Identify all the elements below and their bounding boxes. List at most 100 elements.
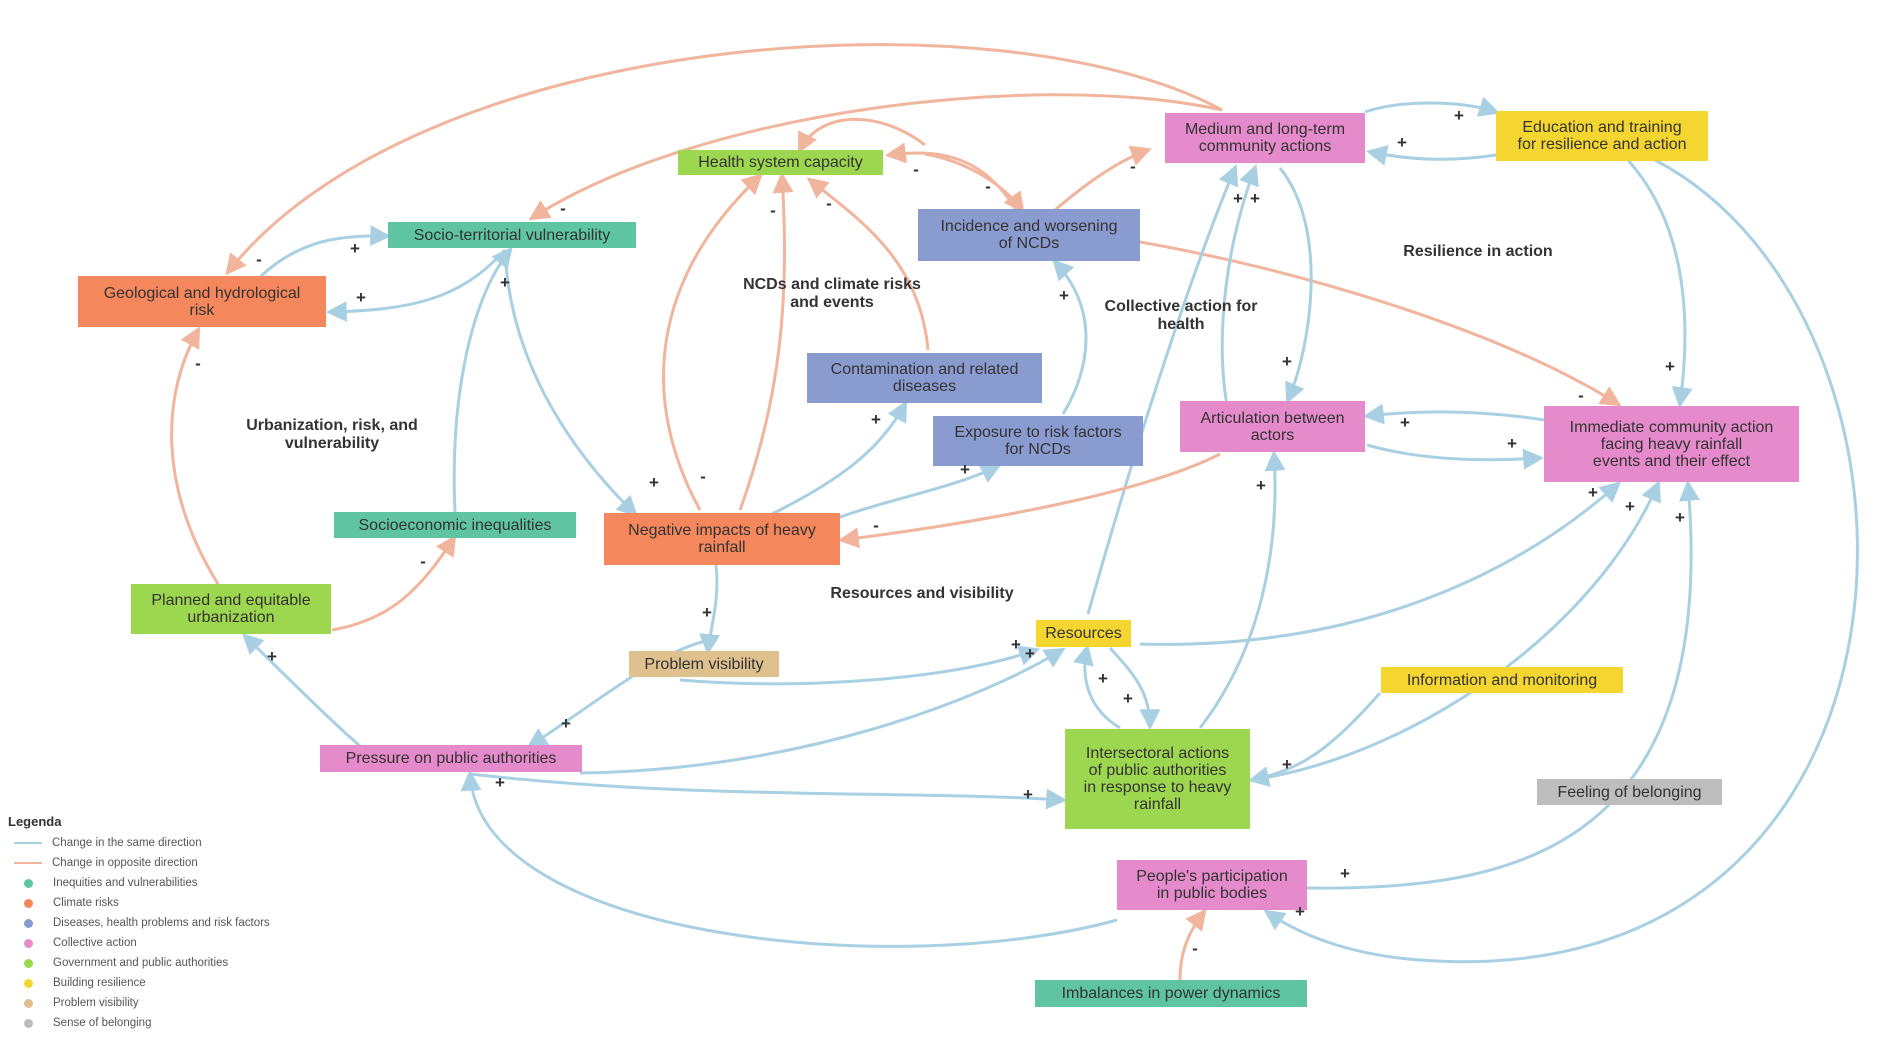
sign-plus: + [500,273,510,292]
sign-minus: - [195,354,201,373]
sign-plus: + [1507,434,1517,453]
node-immediate-community-action: Immediate community action facing heavy … [1544,406,1799,482]
sign-plus: + [561,714,571,733]
node-negative-impacts-rainfall: Negative impacts of heavy rainfall [604,513,840,565]
arrow-same-direction [1366,443,1545,470]
arrow-opposite-direction [806,177,930,351]
group-label-resources: Resources and visibility [830,585,1014,602]
arrow-same-direction [1247,692,1382,787]
arrow-same-direction [1364,96,1500,117]
arrow-same-direction [1626,159,1693,409]
arrow-same-direction [1086,164,1239,615]
legend-label: Change in opposite direction [52,857,198,869]
arrow-same-direction [241,633,361,748]
sign-plus: + [495,773,505,792]
sign-plus: + [1400,413,1410,432]
sign-plus: + [350,239,360,258]
sign-minus: - [1192,939,1198,958]
legend-item-opposite-direction: Change in opposite direction [8,853,308,873]
node-medium-community-actions: Medium and long-term community actions [1165,113,1365,163]
node-incidence-ncds: Incidence and worsening of NCDs [918,209,1140,261]
legend-label: Building resilience [53,977,146,989]
sign-plus: + [1098,669,1108,688]
arrow-opposite-direction [1139,240,1622,407]
group-label-resilience: Resilience in action [1403,243,1553,260]
sign-plus: + [1454,106,1464,125]
sign-plus: + [1023,785,1033,804]
sign-plus: + [1625,497,1635,516]
legend-dot [24,918,33,928]
sign-plus: + [356,288,366,307]
sign-plus: + [960,460,970,479]
node-health-system-capacity: Health system capacity [678,150,883,175]
legend-dot [24,938,33,948]
arrow-opposite-direction [837,452,1221,549]
legend-item-category: Diseases, health problems and risk facto… [8,913,308,933]
legend-label: Sense of belonging [53,1017,152,1029]
sign-plus: + [1675,508,1685,527]
arrow-same-direction [469,772,1068,810]
arrow-same-direction [699,564,721,656]
sign-plus: + [1233,189,1243,208]
legend-line-same [14,842,42,844]
legend-label: Change in the same direction [52,837,202,849]
node-imbalances-power: Imbalances in power dynamics [1035,980,1307,1007]
arrow-opposite-direction [1178,908,1207,981]
legend-item-category: Climate risks [8,893,308,913]
sign-plus: + [1256,476,1266,495]
legend-item-category: Collective action [8,933,308,953]
arrow-opposite-direction [662,173,764,511]
arrow-same-direction [579,647,1066,775]
sign-minus: - [420,552,426,571]
group-label-ncds: NCDs and climate risks and events [743,276,921,311]
arrow-opposite-direction [1054,145,1152,212]
arrow-same-direction [1362,403,1545,425]
sign-plus: + [1340,864,1350,883]
arrow-opposite-direction [798,117,926,154]
sign-plus: + [871,410,881,429]
node-planned-urbanization: Planned and equitable urbanization [131,584,331,634]
legend-item-same-direction: Change in the same direction [8,833,308,853]
sign-plus: + [1059,286,1069,305]
legend-item-category: Building resilience [8,973,308,993]
sign-plus: + [1588,483,1598,502]
legend-dot [24,878,33,888]
arrow-opposite-direction [225,43,1223,276]
group-label-collective: Collective action for health [1104,298,1258,333]
arrow-same-direction [1198,449,1286,729]
legend: Legenda Change in the same direction Cha… [8,814,308,1033]
node-peoples-participation: People's participation in public bodies [1117,860,1307,910]
arrow-same-direction [259,225,392,278]
legend-item-category: Problem visibility [8,993,308,1013]
arrow-same-direction [1278,167,1313,404]
legend-dot [24,898,33,908]
arrow-same-direction [325,248,507,323]
legend-label: Collective action [53,937,137,949]
arrow-same-direction [1365,144,1497,166]
node-pressure-public-authorities: Pressure on public authorities [320,745,582,772]
arrow-same-direction [460,769,1118,948]
arrow-same-direction [1108,646,1161,731]
node-information-monitoring: Information and monitoring [1381,667,1623,693]
sign-minus: - [985,177,991,196]
legend-dot [24,1018,33,1028]
arrow-opposite-direction [170,326,220,585]
sign-plus: + [1250,189,1260,208]
legend-item-category: Sense of belonging [8,1013,308,1033]
sign-minus: - [826,194,832,213]
node-contamination-diseases: Contamination and related diseases [807,353,1042,403]
legend-title: Legenda [8,814,62,829]
node-resources: Resources [1036,620,1131,647]
arrow-opposite-direction [924,152,1025,214]
legend-item-category: Inequities and vulnerabilities [8,873,308,893]
legend-label: Problem visibility [53,997,139,1009]
sign-minus: - [913,160,919,179]
legend-dot [24,978,33,988]
legend-line-opposite [14,862,42,864]
legend-label: Diseases, health problems and risk facto… [53,917,270,929]
legend-item-category: Government and public authorities [8,953,308,973]
arrow-same-direction [771,400,908,516]
sign-plus: + [267,647,277,666]
arrow-same-direction [679,645,1040,686]
